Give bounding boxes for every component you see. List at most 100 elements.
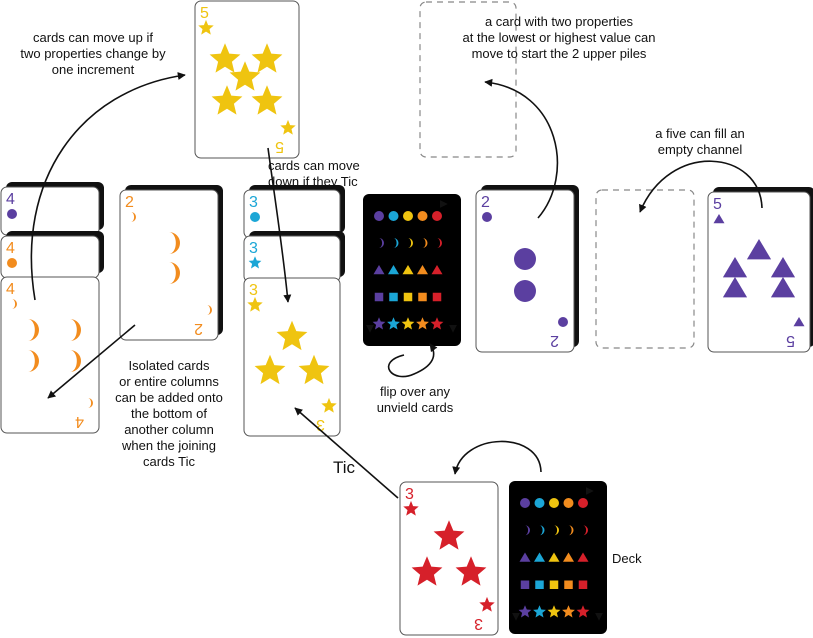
card-col1-c[interactable]: 44	[0, 276, 100, 434]
arrow-isolated-join	[47, 324, 136, 399]
card-col3-a[interactable]: 3	[243, 185, 345, 239]
pattern-moon-icon	[554, 525, 559, 536]
triangle-pip-icon	[746, 239, 772, 260]
pattern-star-icon	[401, 317, 415, 330]
pattern-circle-icon	[388, 211, 399, 221]
card-col5[interactable]: 22	[475, 185, 579, 353]
card-face	[399, 481, 499, 636]
card-rank: 4	[6, 240, 15, 257]
star-pip-icon	[276, 320, 308, 351]
corner-star-icon	[321, 397, 337, 413]
card-top-pile[interactable]: 55	[194, 0, 300, 159]
card-rank-inverted: 5	[786, 332, 795, 349]
moon-pip-icon	[28, 350, 39, 372]
corner-star-icon	[198, 19, 214, 35]
card-col1-a[interactable]: 4	[0, 182, 104, 236]
star-pip-icon	[251, 85, 283, 115]
moon-pip-icon	[169, 262, 180, 284]
empty-channel-slot[interactable]	[595, 189, 695, 349]
pattern-square-icon	[535, 580, 544, 589]
circle-pip-icon	[514, 280, 536, 302]
card-waste[interactable]: 33	[399, 481, 499, 636]
card-rank-inverted: 3	[474, 615, 483, 632]
pattern-triangle-icon	[563, 552, 574, 562]
pattern-triangle-icon	[417, 265, 428, 275]
pattern-moon-icon	[583, 525, 588, 536]
note-move-up: cards can move up if two properties chan…	[20, 30, 166, 77]
pattern-star-icon	[547, 605, 561, 618]
triangle-pip-icon	[722, 257, 748, 278]
pattern-moon-icon	[568, 525, 574, 536]
corner-circle-icon	[7, 258, 17, 268]
pattern-circle-icon	[432, 211, 442, 221]
pattern-circle-icon	[534, 498, 545, 508]
pattern-moon-icon	[525, 525, 530, 536]
card-col3-b[interactable]: 3	[243, 231, 345, 283]
star-pip-icon	[251, 43, 283, 73]
card-rank: 2	[481, 194, 490, 211]
card-face	[707, 191, 811, 353]
triangle-pip-icon	[770, 277, 796, 298]
pattern-circle-icon	[563, 498, 574, 508]
pattern-triangle-icon	[388, 265, 399, 275]
pattern-circle-icon	[520, 498, 530, 508]
pattern-moon-icon	[393, 238, 399, 248]
corner-triangle-icon	[713, 214, 725, 224]
corner-moon-icon	[207, 305, 212, 315]
empty-slots	[419, 1, 695, 349]
corner-star-icon	[479, 596, 495, 612]
deck-backs	[363, 194, 607, 634]
card-col3-c[interactable]: 33	[243, 277, 341, 437]
card-back	[363, 194, 461, 346]
corner-star-icon	[247, 296, 263, 312]
corner-triangle-icon	[793, 317, 805, 327]
star-pip-icon	[254, 354, 286, 385]
star-pip-icon	[209, 43, 241, 73]
arrow-flip	[387, 343, 438, 378]
corner-star-icon	[403, 500, 419, 516]
arrow-draw-deck	[452, 440, 542, 475]
card-rank-inverted: 4	[75, 413, 84, 430]
moon-pip-icon	[28, 319, 39, 341]
pattern-triangle-icon	[373, 265, 385, 275]
card-rank: 2	[125, 194, 134, 211]
arrow-empty-channel	[639, 160, 763, 213]
empty-upper-pile-slot[interactable]	[419, 1, 517, 158]
card-rank: 3	[249, 240, 258, 257]
arrow-move-down	[267, 147, 292, 303]
pattern-square-icon	[374, 292, 384, 302]
card-face	[0, 235, 100, 279]
card-col1-b[interactable]: 4	[0, 231, 104, 279]
card-rank-inverted: 2	[194, 320, 203, 337]
arrow-tic	[294, 407, 399, 499]
card-face	[119, 189, 219, 341]
star-pip-icon	[211, 85, 243, 115]
pattern-square-icon	[549, 580, 559, 589]
pattern-star-icon	[430, 317, 444, 330]
corner-moon-icon	[131, 212, 136, 222]
pattern-star-icon	[372, 317, 386, 330]
face-down-stock-card[interactable]	[363, 194, 461, 346]
pattern-star-icon	[416, 317, 429, 330]
pattern-square-icon	[578, 580, 588, 589]
pattern-circle-icon	[374, 211, 384, 221]
card-rank-inverted: 5	[275, 138, 284, 155]
star-pip-icon	[229, 61, 261, 91]
pattern-triangle-icon	[548, 552, 560, 562]
pattern-square-icon	[418, 292, 427, 302]
pattern-square-icon	[520, 580, 530, 589]
pattern-moon-icon	[437, 238, 442, 248]
card-rank: 4	[6, 281, 15, 298]
arrow-move-up	[30, 72, 186, 301]
card-col2[interactable]: 22	[119, 185, 223, 341]
triangle-pip-icon	[770, 257, 796, 278]
pattern-square-icon	[403, 292, 413, 302]
card-rank: 5	[200, 5, 209, 22]
card-col7[interactable]: 55	[707, 187, 813, 353]
note-deck: Deck	[612, 551, 642, 566]
pattern-triangle-icon	[519, 552, 531, 562]
deck-card[interactable]	[509, 481, 607, 634]
moon-pip-icon	[70, 350, 81, 372]
